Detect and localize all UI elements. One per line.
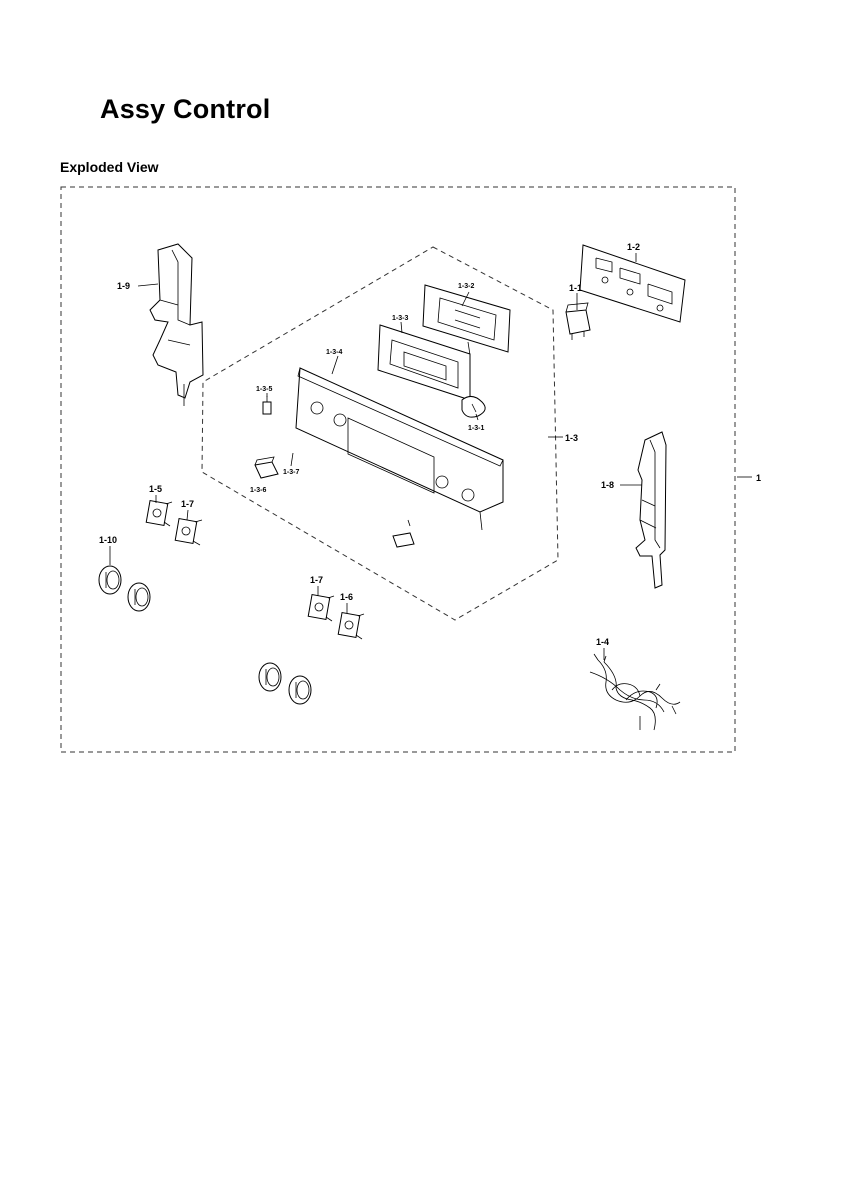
label-1-1: 1-1 <box>569 283 582 293</box>
label-1: 1 <box>756 473 761 483</box>
label-1-3-1: 1-3-1 <box>468 425 484 432</box>
knob-left-1 <box>98 565 122 595</box>
side-bracket-left <box>149 243 204 406</box>
knob-left-2 <box>127 582 151 612</box>
label-1-7-center: 1-7 <box>310 575 323 585</box>
wire-harness <box>589 653 681 731</box>
control-panel <box>295 367 504 531</box>
knob-center-2 <box>288 675 312 705</box>
label-1-7-left: 1-7 <box>181 499 194 509</box>
label-1-8: 1-8 <box>601 480 614 490</box>
label-1-3-5: 1-3-5 <box>256 386 272 393</box>
label-1-6: 1-6 <box>340 592 353 602</box>
label-1-3-3: 1-3-3 <box>392 315 408 322</box>
label-1-9: 1-9 <box>117 281 130 291</box>
label-1-3-4: 1-3-4 <box>326 349 342 356</box>
spacer-part <box>392 519 415 548</box>
small-switch-part <box>262 396 272 415</box>
switch-1-7-left <box>174 518 203 546</box>
switch-1-6 <box>337 612 365 640</box>
label-1-3-2: 1-3-2 <box>458 283 474 290</box>
label-1-3: 1-3 <box>565 433 578 443</box>
pcb-board <box>579 244 686 323</box>
switch-1-5 <box>145 500 173 527</box>
side-bracket-right <box>635 431 667 589</box>
clip-part <box>461 396 486 418</box>
knob-center-1 <box>258 662 282 692</box>
label-1-3-6: 1-3-6 <box>250 487 266 494</box>
display-bracket <box>422 284 511 356</box>
leader-lines <box>109 253 752 660</box>
label-1-5: 1-5 <box>149 484 162 494</box>
display-frame <box>377 324 471 401</box>
page-title: Assy Control <box>100 94 271 124</box>
relay-module <box>565 302 591 340</box>
label-1-10: 1-10 <box>99 535 117 545</box>
assembly-boundary <box>60 186 736 753</box>
label-1-3-7: 1-3-7 <box>283 469 299 476</box>
subassembly-boundary <box>201 246 559 621</box>
block-part <box>254 456 279 479</box>
switch-1-7-center <box>307 594 335 622</box>
label-1-4: 1-4 <box>596 637 609 647</box>
section-subtitle: Exploded View <box>60 159 159 175</box>
label-1-2: 1-2 <box>627 242 640 252</box>
